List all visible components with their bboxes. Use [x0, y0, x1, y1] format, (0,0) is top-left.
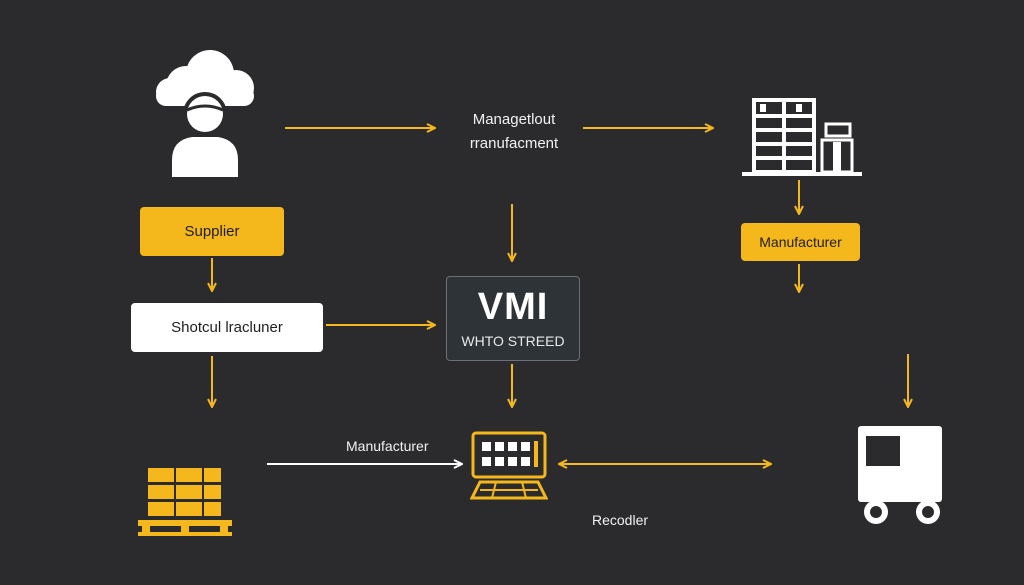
- supplier-box-label: Supplier: [184, 223, 240, 240]
- management-label: Managetlout rranufacment: [440, 108, 588, 156]
- supplier-person-cloud-icon: [156, 50, 254, 177]
- delivery-truck-icon: [858, 426, 942, 524]
- management-label-line1: Managetlout: [472, 111, 556, 128]
- bottom-caption: Recodler: [592, 512, 649, 528]
- keyboard-terminal-icon: [470, 431, 548, 500]
- vmi-title: VMI: [477, 286, 549, 328]
- factory-building-icon: [742, 98, 862, 176]
- manufacturer-box-label: Manufacturer: [759, 234, 842, 250]
- management-label-line2: rranufacment: [469, 135, 559, 152]
- supplier-box: Supplier: [140, 207, 284, 256]
- vmi-box: VMI WHTO STREED: [446, 276, 580, 361]
- shortcut-box: Shotcul lracluner: [131, 303, 323, 352]
- pallet-boxes-icon: [138, 468, 232, 536]
- shortcut-box-label: Shotcul lracluner: [171, 319, 283, 336]
- bottom-arrow-label: Manufacturer: [346, 438, 429, 454]
- manufacturer-box: Manufacturer: [741, 223, 860, 261]
- vmi-subtitle: WHTO STREED: [461, 333, 565, 349]
